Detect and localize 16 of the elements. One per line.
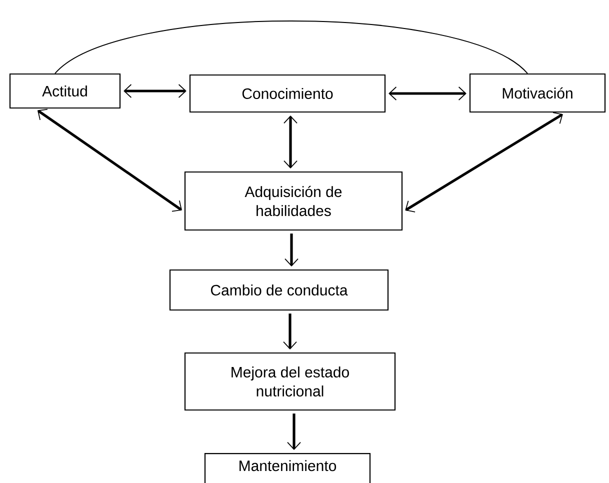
process-box: Actitud — [9, 73, 121, 109]
arrow — [284, 234, 298, 266]
process-box: Motivación — [469, 73, 606, 113]
arrow — [388, 86, 466, 100]
process-box: Mejora del estado nutricional — [184, 352, 396, 411]
arrow — [124, 84, 186, 98]
arrow — [283, 314, 297, 350]
arrow — [287, 414, 301, 450]
arrow — [405, 112, 563, 212]
process-box: Adquisición de habilidades — [184, 171, 403, 231]
arrow — [37, 108, 182, 212]
process-box: Cambio de conducta — [169, 269, 389, 311]
process-box: Mantenimiento — [204, 453, 371, 483]
curved-line — [54, 20, 528, 74]
arrow — [284, 116, 298, 168]
process-box: Conocimiento — [189, 74, 386, 113]
